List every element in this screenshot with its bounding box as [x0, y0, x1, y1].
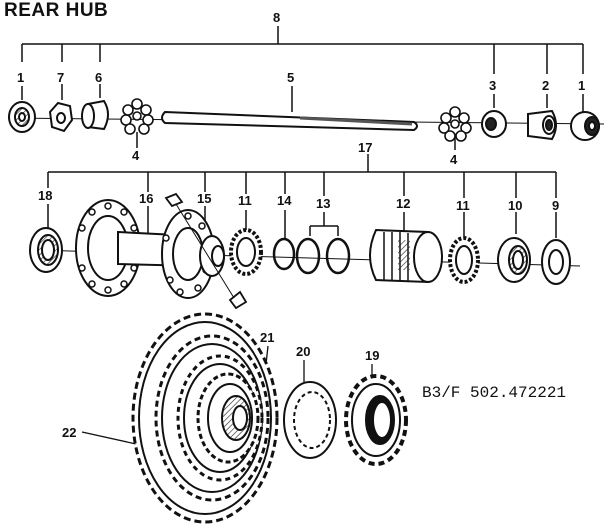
callout-18: 18	[38, 188, 52, 203]
callout-21: 21	[260, 330, 274, 345]
callout-11-left: 11	[238, 193, 252, 208]
hub-assembly-bracket	[47, 154, 557, 238]
dust-cap-part	[29, 227, 63, 273]
callout-3: 3	[489, 78, 496, 93]
threaded-cone-part	[497, 237, 531, 283]
callout-7: 7	[57, 70, 64, 85]
callout-5: 5	[287, 70, 294, 85]
diagram-title: REAR HUB	[4, 0, 109, 21]
cog-spacer-part	[283, 381, 337, 459]
ball-bearings-left-part	[120, 98, 154, 135]
callout-14: 14	[277, 193, 292, 208]
hub-shell-part	[75, 199, 225, 299]
sprocket-cluster-part	[131, 312, 279, 524]
lock-washer-part	[48, 101, 74, 133]
cone-left-part	[81, 99, 109, 131]
locknut-left-part	[8, 101, 36, 133]
ball-bearings-right-part	[438, 106, 472, 142]
axle-assembly-bracket	[21, 26, 584, 150]
washer-right-part	[481, 110, 507, 138]
callout-20: 20	[296, 344, 310, 359]
cone-right-part	[527, 109, 557, 141]
callout-17: 17	[358, 140, 372, 155]
callout-22: 22	[62, 425, 76, 440]
snap-ring-part	[272, 237, 296, 271]
spacer-washer-part	[541, 239, 571, 285]
locknut-right-part	[570, 111, 600, 141]
callout-15: 15	[197, 191, 211, 206]
callout-4-left: 4	[132, 148, 140, 163]
callout-19: 19	[365, 348, 379, 363]
callout-10: 10	[508, 198, 522, 213]
callout-1-right: 1	[578, 78, 585, 93]
callout-13: 13	[316, 196, 330, 211]
retaining-clip-part	[164, 192, 248, 310]
callout-9: 9	[552, 198, 559, 213]
callouts-middle-row: 17 18 16 15 11 14 13 12 11 10 9	[38, 140, 559, 213]
callouts-top-row: 8 1 7 6 5 3 2 1 4 4	[17, 10, 585, 167]
part-reference-code: B3/F 502.472221	[422, 384, 567, 402]
callout-2: 2	[542, 78, 549, 93]
callout-11-right: 11	[456, 198, 470, 213]
freewheel-body-part	[369, 228, 443, 284]
callout-6: 6	[95, 70, 102, 85]
shim-pair-part	[295, 237, 351, 275]
callouts-bottom-row: 21 20 19 22	[62, 330, 379, 440]
axle-part	[161, 110, 418, 132]
callout-12: 12	[396, 196, 410, 211]
bearing-retainer-left-part	[229, 228, 263, 276]
callout-1-left: 1	[17, 70, 24, 85]
small-cog-part	[344, 374, 408, 466]
callout-8: 8	[273, 10, 280, 25]
bearing-retainer-right-part	[448, 236, 480, 284]
callout-4-right: 4	[450, 152, 458, 167]
callout-16: 16	[139, 191, 153, 206]
